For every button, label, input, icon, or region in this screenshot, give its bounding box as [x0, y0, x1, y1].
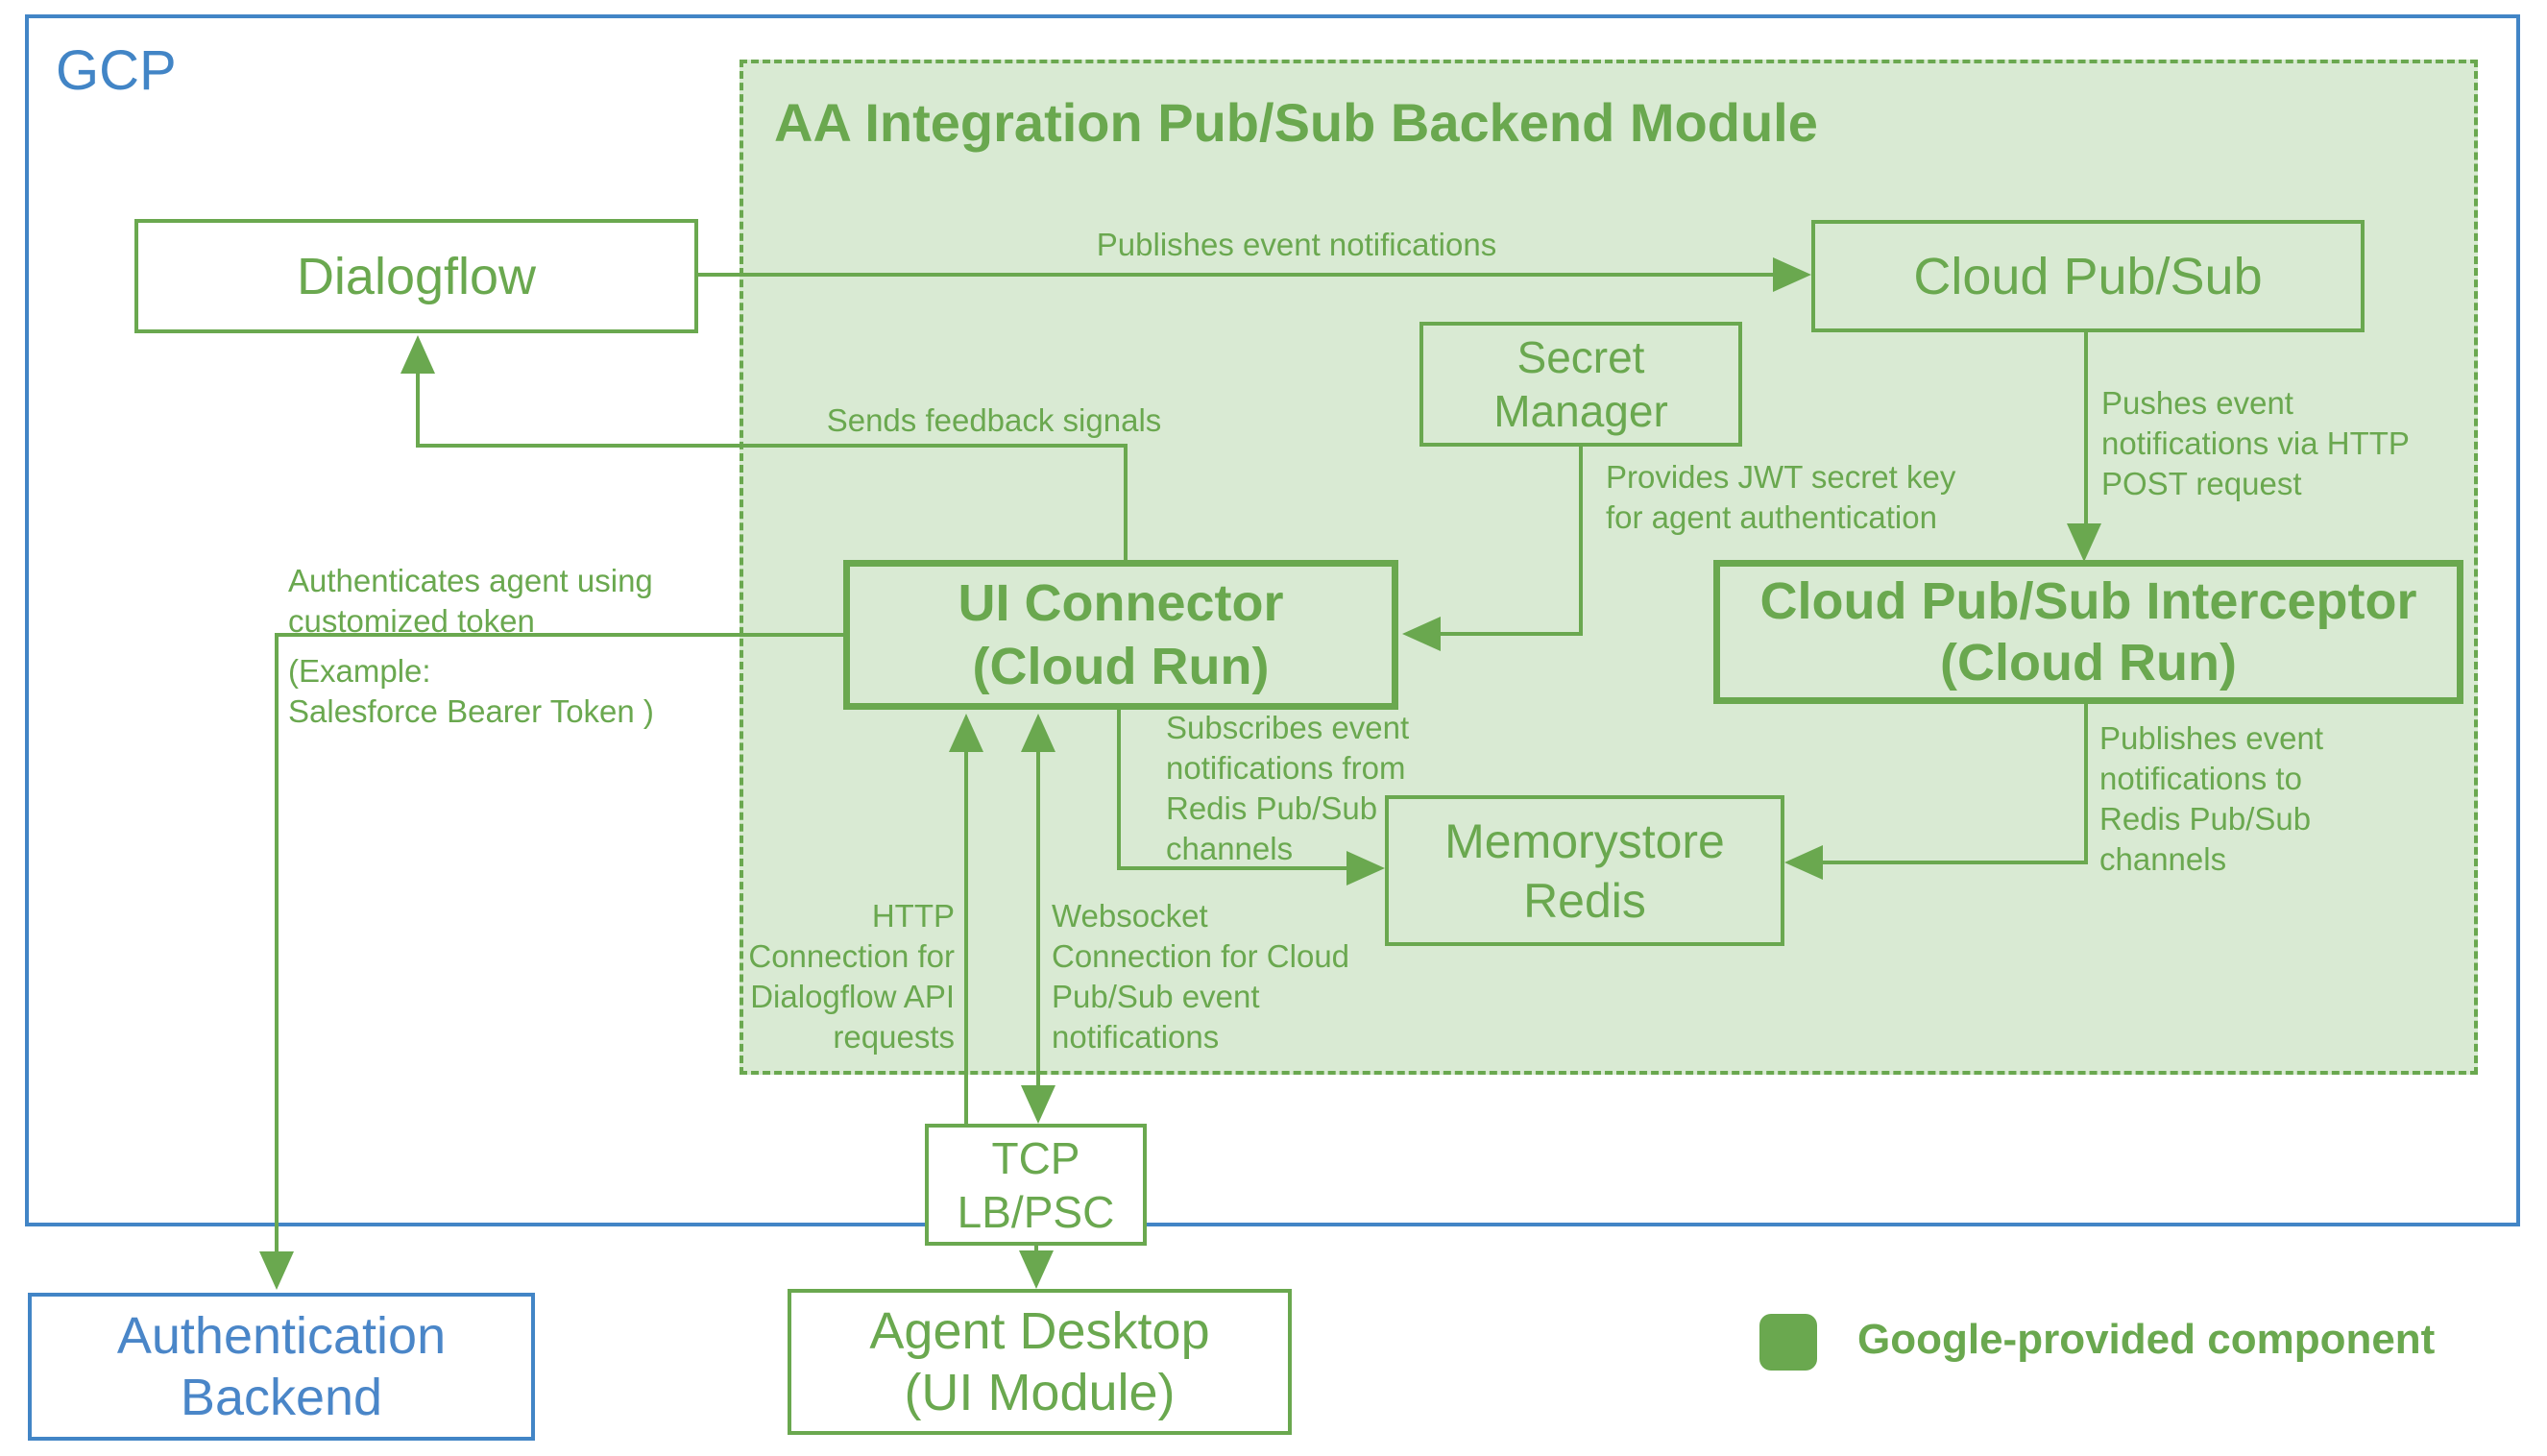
node-tcp-lb-psc: TCP LB/PSC: [925, 1124, 1147, 1246]
edge-feedback-hline: [416, 444, 1128, 448]
node-cloud-pubsub-interceptor: Cloud Pub/Sub Interceptor (Cloud Run): [1713, 560, 2463, 704]
edge-push-post-vline: [2084, 332, 2088, 530]
edge-publishes-events-label: Publishes event notifications: [1096, 227, 1497, 262]
node-secret-manager: Secret Manager: [1419, 322, 1742, 447]
node-cloud-pubsub: Cloud Pub/Sub: [1811, 220, 2365, 332]
edge-jwt-vline: [1579, 447, 1583, 636]
edge-auth-label-top: Authenticates agent using customized tok…: [288, 563, 653, 639]
edge-subscribes-hline: [1117, 866, 1350, 870]
backend-module-title: AA Integration Pub/Sub Backend Module: [774, 92, 1818, 153]
edge-feedback-vline-right: [1124, 444, 1128, 560]
edge-http-label: HTTP Connection for Dialogflow API reque…: [748, 898, 955, 1055]
edge-subscribes-label: Subscribes event notifications from Redi…: [1166, 710, 1410, 866]
node-memorystore-redis: Memorystore Redis: [1385, 795, 1784, 946]
backend-module-container: [740, 60, 2478, 1075]
edge-auth-vline: [275, 633, 279, 1257]
gcp-boundary-box: [25, 14, 2520, 1226]
edge-jwt-label: Provides JWT secret key for agent authen…: [1606, 459, 1956, 535]
gcp-label: GCP: [56, 39, 177, 102]
arrow-up-websocket-into-ui-connector: [1021, 714, 1055, 752]
arrow-down-into-auth-backend: [259, 1251, 294, 1290]
edge-auth-hline: [275, 633, 843, 637]
arrow-up-http-into-ui-connector: [949, 714, 983, 752]
edge-publishes-redis-label: Publishes event notifications to Redis P…: [2099, 720, 2323, 877]
edge-feedback-label: Sends feedback signals: [826, 402, 1162, 438]
edge-feedback-vline-left: [416, 370, 420, 448]
edge-jwt-hline: [1439, 632, 1583, 636]
edge-push-post-label: Pushes event notifications via HTTP POST…: [2101, 385, 2410, 501]
edge-auth-label-bottom: (Example: Salesforce Bearer Token ): [288, 653, 654, 729]
arrow-down-into-interceptor: [2067, 523, 2101, 562]
arrow-left-into-ui-connector: [1402, 617, 1441, 651]
arrow-left-into-memorystore: [1784, 845, 1823, 880]
node-agent-desktop: Agent Desktop (UI Module): [788, 1289, 1292, 1435]
arrow-right-into-cloud-pubsub: [1773, 257, 1811, 292]
arrow-down-websocket-into-tcp: [1021, 1085, 1055, 1124]
legend-label: Google-provided component: [1857, 1316, 2436, 1363]
edge-publishes-redis-hline: [1823, 861, 2088, 864]
arrow-up-into-dialogflow: [400, 335, 435, 374]
legend-swatch-icon: [1759, 1314, 1817, 1371]
edge-websocket-vline: [1036, 748, 1040, 1091]
node-ui-connector: UI Connector (Cloud Run): [843, 560, 1398, 710]
edge-publishes-redis-vline: [2084, 704, 2088, 864]
edge-publishes-events-line: [698, 273, 1778, 277]
arrow-down-into-agent-desktop: [1019, 1250, 1054, 1289]
edge-subscribes-vline: [1117, 710, 1121, 870]
edge-http-vline: [964, 748, 968, 1124]
arrow-right-into-memorystore: [1346, 851, 1385, 886]
node-dialogflow: Dialogflow: [134, 219, 698, 333]
edge-websocket-label: Websocket Connection for Cloud Pub/Sub e…: [1052, 898, 1350, 1055]
node-authentication-backend: Authentication Backend: [28, 1293, 535, 1441]
